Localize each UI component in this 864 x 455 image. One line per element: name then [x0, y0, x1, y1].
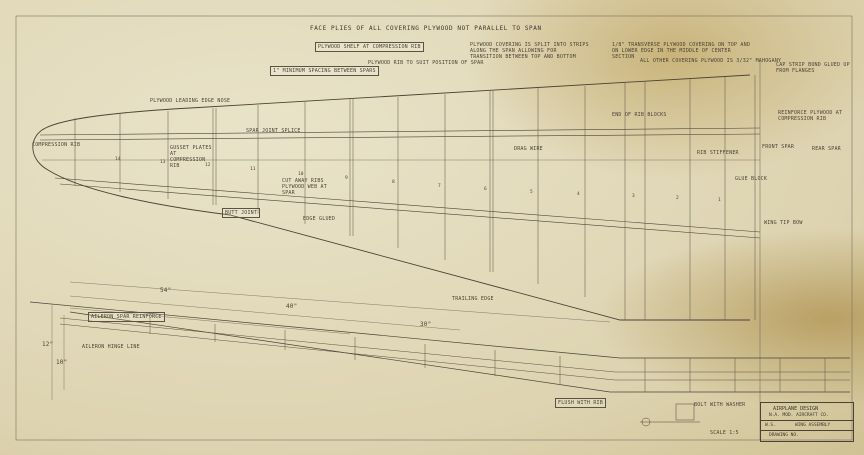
- note-rear-spar: REAR SPAR: [812, 146, 841, 152]
- rib-number: 5: [530, 190, 533, 195]
- rib-number: 10: [298, 172, 304, 177]
- note-gusset: GUSSET PLATES AT COMPRESSION RIB: [170, 145, 212, 169]
- rib-number: 6: [484, 187, 487, 192]
- rib-number: 11: [250, 167, 256, 172]
- sheet-border: [15, 15, 853, 441]
- wing-leading-edge: [32, 74, 751, 171]
- dimension-12: 12": [42, 341, 54, 348]
- note-butt-joint: BUTT JOINT: [222, 208, 261, 218]
- note-cap-strip: CAP STRIP BOND GLUED UP FROM FLANGES: [776, 62, 850, 74]
- ribs: [74, 75, 756, 320]
- note-leading-edge: PLYWOOD LEADING EDGE NOSE: [150, 98, 231, 104]
- note-plywood-rib: PLYWOOD RIB TO SUIT POSITION OF SPAR: [368, 60, 484, 66]
- note-wing-tip: WING TIP BOW: [764, 220, 803, 226]
- dimension-30: 30": [420, 321, 432, 328]
- note-flush: FLUSH WITH RIB: [555, 398, 606, 408]
- note-gap: 1" MINIMUM SPACING BETWEEN SPARS: [270, 66, 379, 76]
- dimension-40: 40": [286, 303, 298, 310]
- rear-spar-line-2: [59, 183, 761, 239]
- rib-number: 7: [438, 184, 441, 189]
- dimension-54: 54": [160, 287, 172, 294]
- rib-number: 3: [632, 194, 635, 199]
- note-aileron-hinge: AILERON HINGE LINE: [82, 344, 140, 350]
- title-block: AIRPLANE DESIGN N.A. MOD. AIRCRAFT CO. W…: [760, 402, 854, 442]
- title-block-label-b: WING ASSEMBLY: [795, 423, 831, 428]
- title-block-line2: N.A. MOD. AIRCRAFT CO.: [769, 413, 829, 418]
- note-end: END OF RIB BLOCKS: [612, 112, 667, 118]
- rib-number: 1: [718, 198, 721, 203]
- note-reinforce: REINFORCE PLYWOOD AT COMPRESSION RIB: [778, 110, 843, 122]
- note-glue-block: GLUE BLOCK: [735, 176, 768, 182]
- note-gusset2: CUT AWAY RIBS PLYWOOD WEB AT SPAR: [282, 178, 327, 196]
- front-spar-line: [39, 127, 761, 136]
- dimension-10: 10": [56, 359, 68, 366]
- aileron-mid-2: [59, 323, 850, 381]
- wing-trailing-edge: [47, 169, 750, 321]
- rib-number: 12: [205, 163, 211, 168]
- sheet-title: FACE PLIES OF ALL COVERING PLYWOOD NOT P…: [310, 25, 542, 32]
- title-block-line1: AIRPLANE DESIGN: [773, 406, 819, 412]
- dimension-lines: [51, 281, 611, 400]
- front-spar-line-2: [39, 133, 761, 141]
- note-plywood-shelf: PLYWOOD SHELF AT COMPRESSION RIB: [315, 42, 424, 52]
- note-all-other: ALL OTHER COVERING PLYWOOD IS 3/32" MAHO…: [640, 58, 782, 64]
- rib-number: 8: [392, 180, 395, 185]
- hinge-detail: [640, 403, 700, 427]
- rib-number: 14: [115, 157, 121, 162]
- aileron-mid: [59, 317, 850, 373]
- title-block-drawing-no: DRAWING NO.: [769, 433, 799, 438]
- note-scale: SCALE 1:5: [710, 430, 739, 436]
- rib-number: 2: [676, 196, 679, 201]
- rib-number: 9: [345, 176, 348, 181]
- note-front-spar: FRONT SPAR: [762, 144, 795, 150]
- note-bolt: BOLT WITH WASHER: [694, 402, 746, 408]
- note-compression-rib: COMPRESSION RIB: [32, 142, 81, 148]
- aileron-ribs: [149, 318, 826, 392]
- note-edge-glue: EDGE GLUED: [303, 216, 336, 222]
- aileron-outline-bottom: [69, 311, 850, 393]
- rib-number: 4: [577, 192, 580, 197]
- rear-spar-line: [54, 177, 761, 233]
- note-drag-wire: DRAG WIRE: [514, 146, 543, 152]
- title-block-label-a: W.S.: [765, 423, 776, 428]
- note-rib-stiffener: RIB STIFFENER: [697, 150, 739, 156]
- note-covering: PLYWOOD COVERING IS SPLIT INTO STRIPS AL…: [470, 42, 589, 60]
- aileron-outline-top: [29, 301, 850, 359]
- rib-number: 13: [160, 160, 166, 165]
- note-trailing-edge: TRAILING EDGE: [452, 296, 494, 302]
- note-spar-joint: SPAR JOINT SPLICE: [246, 128, 301, 134]
- note-aileron: AILERON SPAR REINFORCE: [88, 312, 165, 322]
- note-transverse: 1/8" TRANSVERSE PLYWOOD COVERING ON TOP …: [612, 42, 751, 60]
